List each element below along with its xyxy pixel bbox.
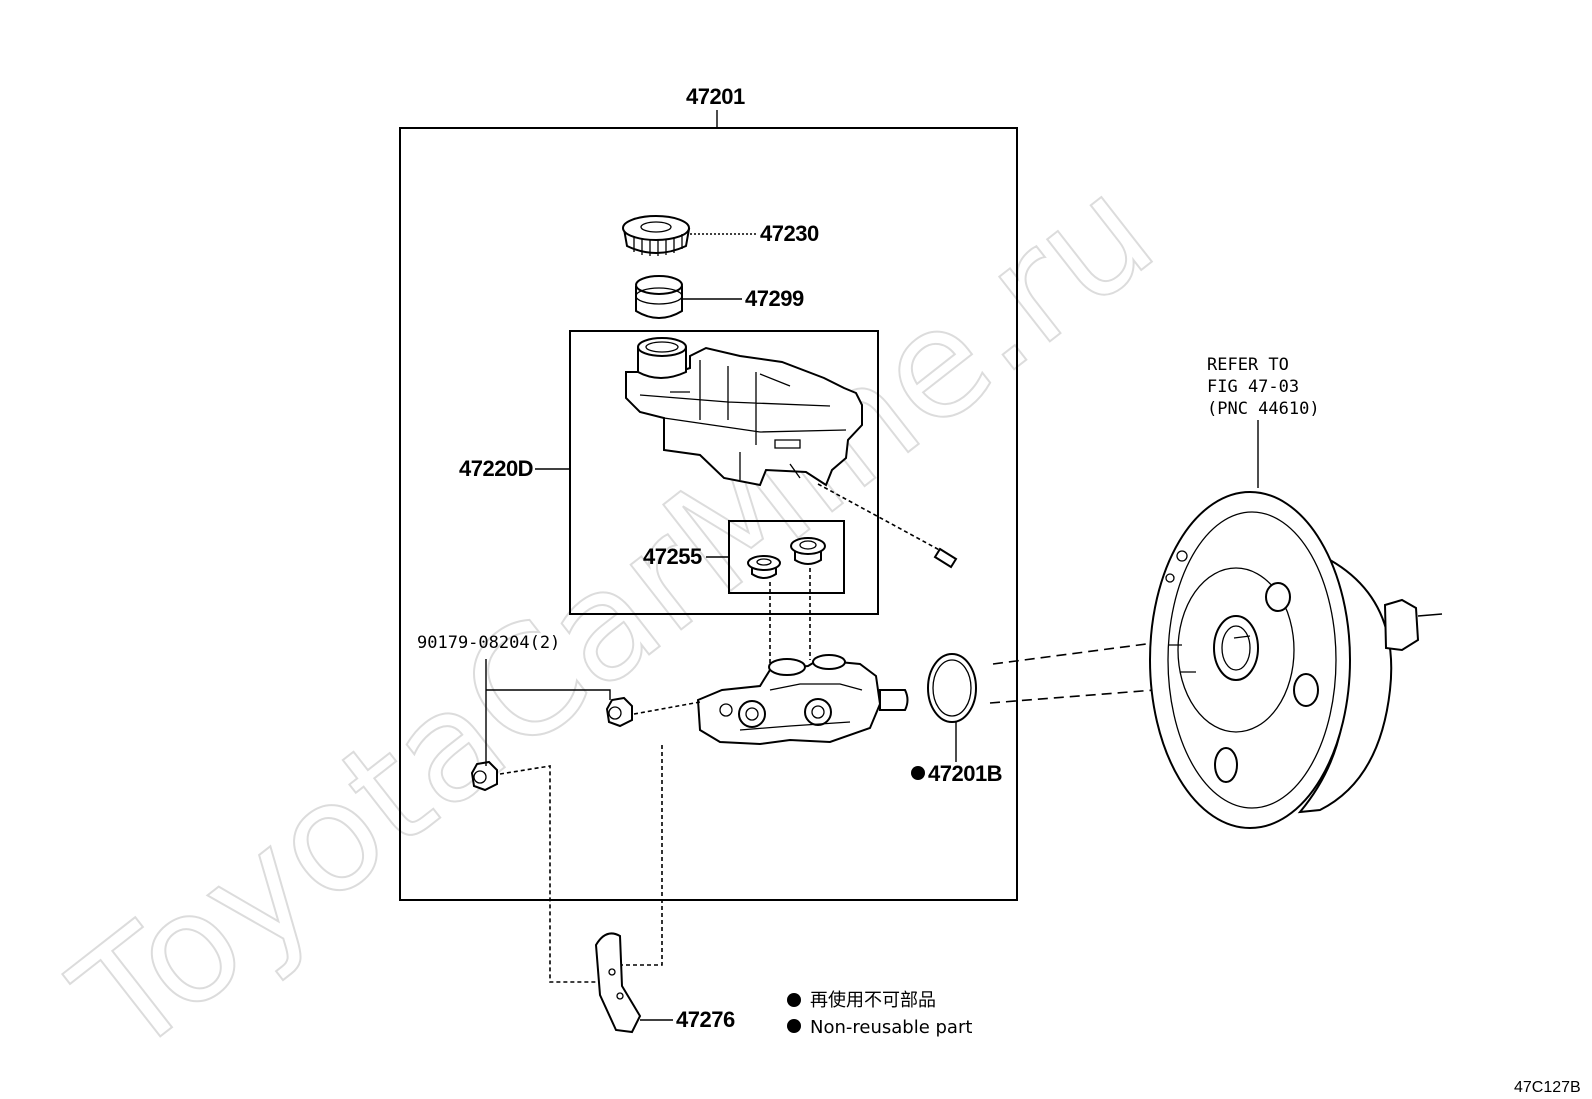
assembly-frame: [399, 127, 1018, 901]
label-47220D[interactable]: 47220D: [459, 456, 534, 481]
nut-lower-dash: [499, 765, 596, 983]
reservoir-cap[interactable]: [622, 215, 691, 256]
refer-line-2[interactable]: FIG 47-03: [1207, 377, 1299, 397]
figure-code: 47C127B: [1514, 1079, 1581, 1096]
label-47201B[interactable]: 47201B: [928, 761, 1003, 786]
strainer[interactable]: [635, 275, 683, 319]
nut-lower[interactable]: [470, 760, 498, 792]
bracket[interactable]: [594, 932, 642, 1034]
label-47299[interactable]: 47299: [745, 286, 804, 311]
reservoir-tank[interactable]: [625, 337, 863, 487]
bracket-dash: [622, 745, 663, 966]
leader-90179: [485, 659, 611, 766]
label-47255[interactable]: 47255: [643, 544, 702, 569]
reservoir-frame: [569, 330, 879, 615]
grommet-2[interactable]: [790, 537, 826, 565]
legend-dot-en: [787, 1019, 801, 1033]
booster-dash-upper: [992, 636, 1201, 665]
grommet-1[interactable]: [747, 555, 781, 579]
label-90179[interactable]: 90179-08204(2): [417, 633, 560, 653]
brake-booster[interactable]: [1149, 491, 1443, 829]
legend-dot-jp: [787, 993, 801, 1007]
refer-line-1[interactable]: REFER TO: [1207, 355, 1289, 375]
o-ring-inner: [932, 659, 972, 717]
refer-line-3[interactable]: (PNC 44610): [1207, 399, 1320, 419]
label-47230[interactable]: 47230: [760, 221, 819, 246]
legend-en: Non-reusable part: [810, 1017, 972, 1038]
nut-upper[interactable]: [605, 696, 633, 728]
label-47201[interactable]: 47201: [686, 84, 745, 109]
sensor-pin[interactable]: [933, 547, 958, 569]
sensor-pin-dash: [817, 483, 946, 554]
non-reusable-mark: [911, 766, 925, 780]
legend-jp: 再使用不可部品: [810, 990, 936, 1011]
o-ring-gasket[interactable]: [927, 653, 977, 723]
master-cylinder[interactable]: [696, 654, 909, 746]
label-47276[interactable]: 47276: [676, 1007, 735, 1032]
